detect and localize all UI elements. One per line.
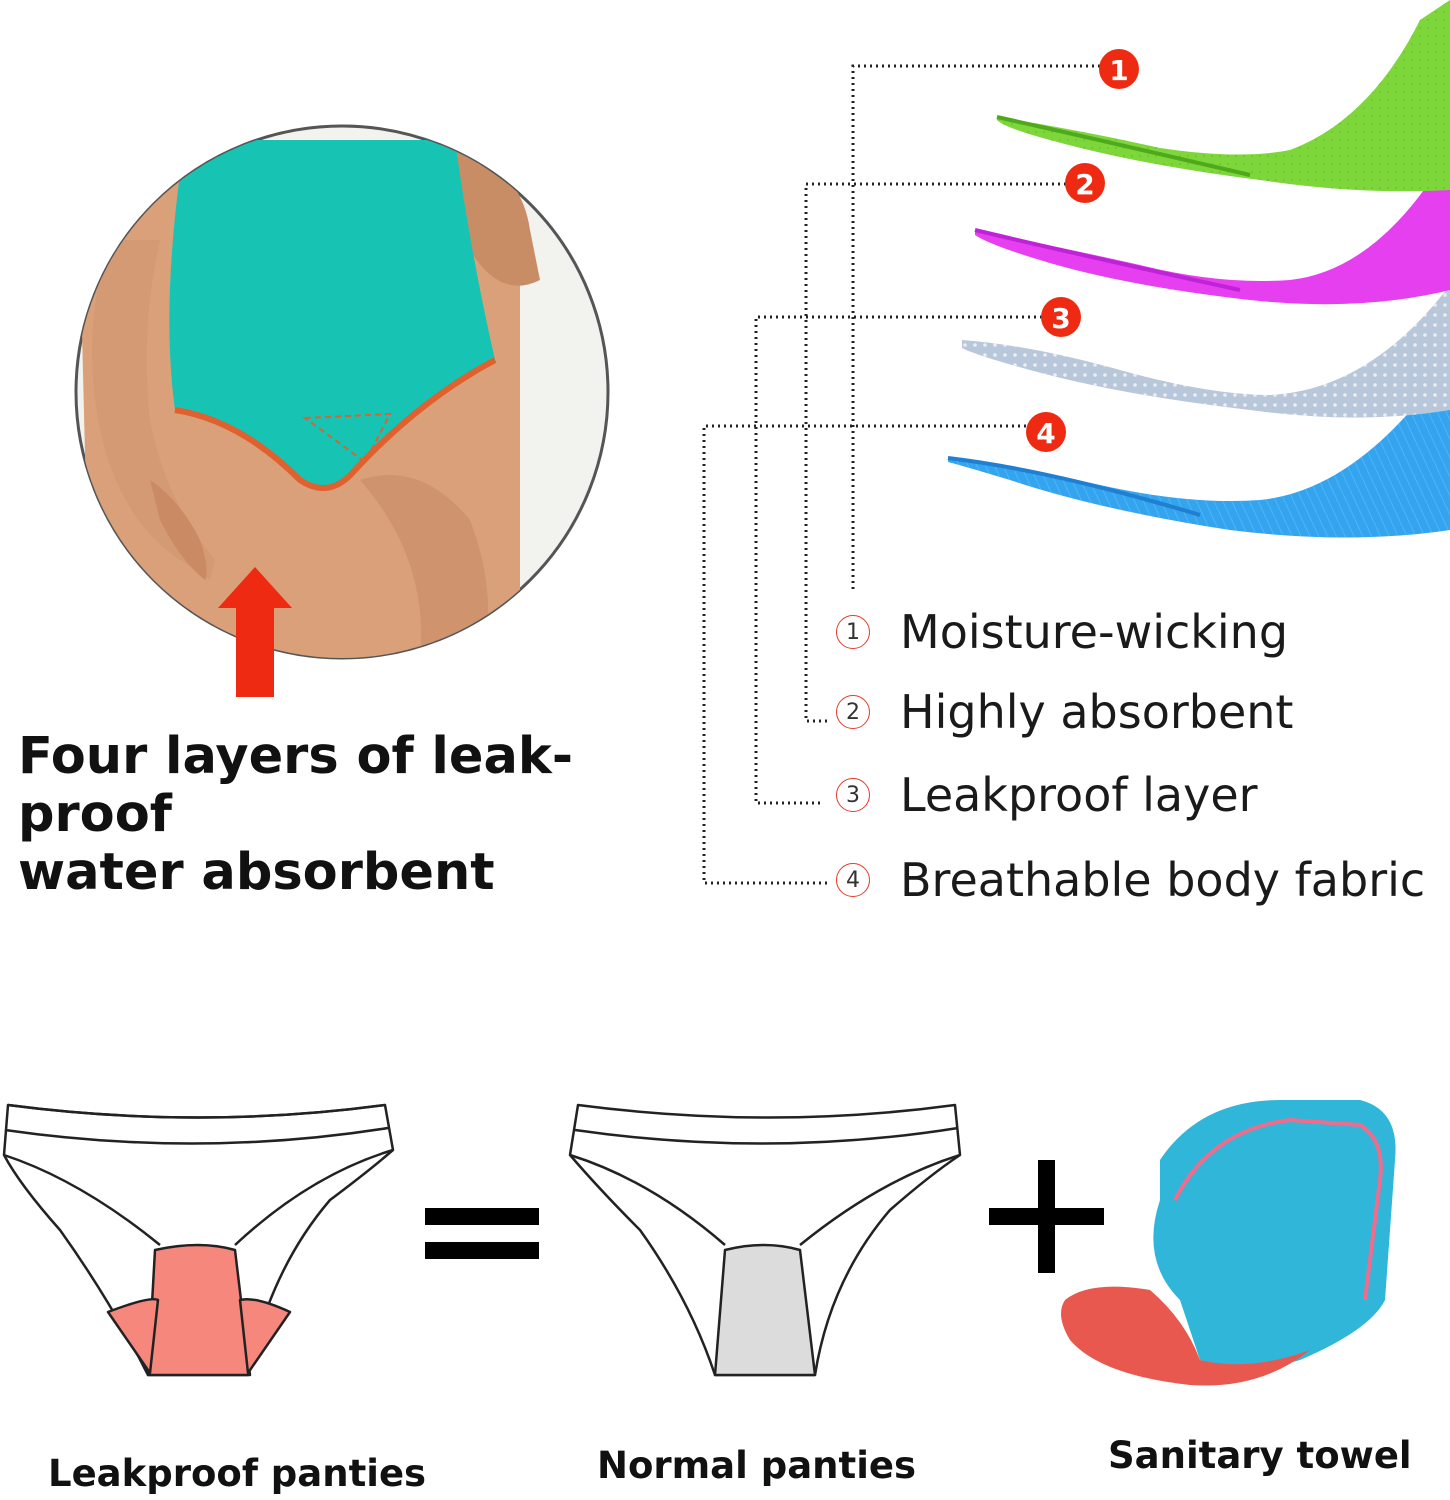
layer-4-breathable-fabric (947, 360, 1450, 538)
svg-text:3: 3 (1051, 302, 1070, 335)
sanitary-towel-illustration (1061, 1100, 1396, 1386)
leader-lines (702, 64, 1100, 885)
legend-label-1: Moisture-wicking (900, 605, 1289, 659)
badge-4-icon: 4 (1026, 412, 1066, 452)
headline: Four layers of leak-proof water absorben… (18, 728, 698, 902)
red-up-arrow-icon (218, 567, 292, 697)
layer-badges: 1 2 3 4 (1026, 49, 1139, 452)
svg-text:1: 1 (1109, 54, 1128, 87)
layer-1-moisture-wicking (996, 0, 1450, 192)
caption-normal-panties: Normal panties (597, 1444, 916, 1487)
legend-number-1: 1 (836, 615, 870, 649)
svg-text:4: 4 (1036, 417, 1055, 450)
legend-item-3: 3 Leakproof layer (836, 768, 1258, 822)
legend-item-2: 2 Highly absorbent (836, 685, 1294, 739)
caption-sanitary-towel: Sanitary towel (1108, 1434, 1412, 1477)
legend-item-4: 4 Breathable body fabric (836, 853, 1426, 907)
normal-panties-illustration (568, 1103, 962, 1377)
badge-2-icon: 2 (1065, 163, 1105, 203)
legend-number-2: 2 (836, 695, 870, 729)
legend-number-3: 3 (836, 778, 870, 812)
headline-line-2: water absorbent (18, 843, 495, 902)
caption-leakproof-panties: Leakproof panties (48, 1452, 427, 1495)
layer-stack (947, 0, 1450, 538)
headline-line-1: Four layers of leak-proof (18, 727, 573, 844)
plus-sign-icon (989, 1160, 1104, 1273)
layer-2-absorbent (974, 150, 1450, 305)
legend-item-1: 1 Moisture-wicking (836, 605, 1289, 659)
badge-1-icon: 1 (1099, 49, 1139, 89)
equals-sign-icon (425, 1208, 539, 1259)
model-photo (74, 124, 610, 660)
legend-number-4: 4 (836, 863, 870, 897)
badge-3-icon: 3 (1041, 297, 1081, 337)
legend-label-4: Breathable body fabric (900, 853, 1426, 907)
legend-label-2: Highly absorbent (900, 685, 1294, 739)
svg-text:2: 2 (1075, 168, 1094, 201)
leakproof-panties-illustration (2, 1103, 395, 1377)
legend-label-3: Leakproof layer (900, 768, 1258, 822)
layer-3-leakproof (962, 285, 1450, 418)
